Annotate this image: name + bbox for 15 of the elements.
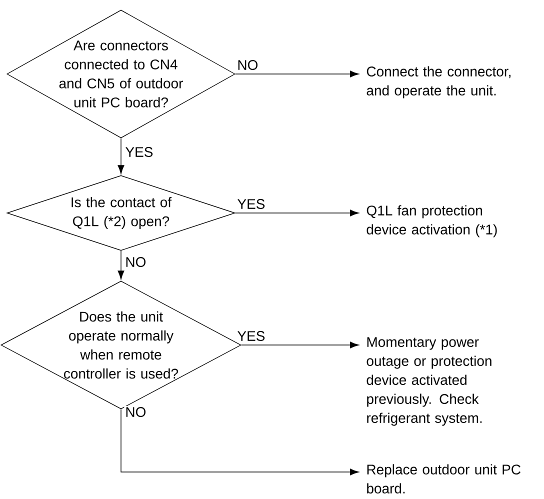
arrow [235,210,359,216]
arrow [235,70,359,78]
result-text: Replace outdoor unit PC board. [367,464,520,494]
result-text: Q1L fan protection device activation (*1) [366,205,497,238]
edge-label: NO [124,256,148,268]
result-text: Connect the connector, and operate the unit. [366,66,510,98]
result-text: Momentary power outage or protection device activated previously. Check refrigerant system. [366,337,492,426]
arrow [118,250,124,280]
arrow [241,342,359,348]
edge-label: YES [236,198,266,210]
edge-label: NO [124,406,148,418]
arrow [120,409,359,476]
arrow [118,138,124,174]
edge-label: YES [124,146,154,158]
edge-label: NO [236,59,260,71]
